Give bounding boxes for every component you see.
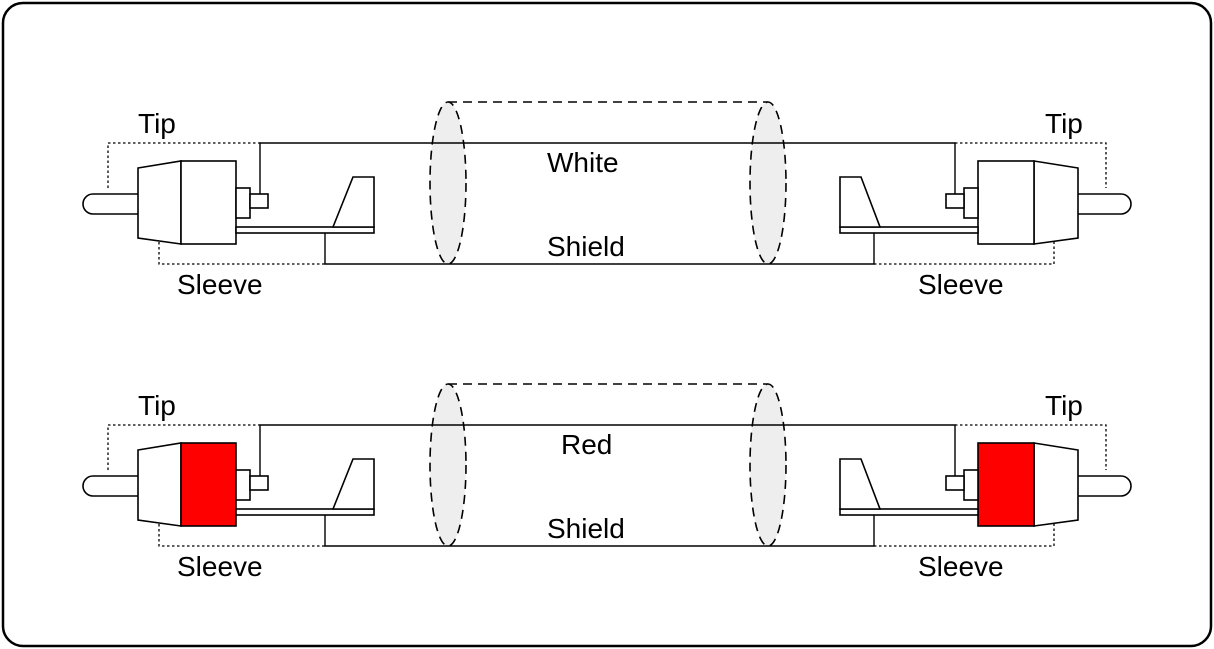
sleeve-label-right: Sleeve <box>918 269 1004 300</box>
center-pin-terminal <box>249 475 269 491</box>
cable-cross-section-left <box>429 383 467 547</box>
tip-label-left: Tip <box>138 390 176 421</box>
tip-label-right: Tip <box>1045 390 1083 421</box>
sleeve-label-right: Sleeve <box>918 551 1004 582</box>
strain-relief-tab <box>331 458 375 510</box>
plug-color-band <box>180 442 237 527</box>
rca-plug-left <box>82 442 375 527</box>
cable-cross-section-left <box>429 101 467 265</box>
shield-label: Shield <box>547 513 625 544</box>
sleeve-bracket-left <box>158 524 325 547</box>
tip-label-right: Tip <box>1045 108 1083 139</box>
cable-cross-section-right <box>749 101 787 265</box>
rca-plug-right <box>839 160 1132 245</box>
solder-lug <box>963 187 979 219</box>
rca-plug-right <box>839 442 1132 527</box>
sleeve-label-left: Sleeve <box>177 269 263 300</box>
plug-pin <box>1078 193 1132 215</box>
plug-body <box>137 442 182 527</box>
solder-lug <box>963 469 979 501</box>
cable-cross-section-right <box>749 383 787 547</box>
plug-color-band <box>977 160 1035 245</box>
plug-color-band <box>180 160 237 245</box>
plug-pin <box>1078 475 1132 497</box>
ground-strip <box>235 226 375 234</box>
shield-wire <box>324 231 875 265</box>
ground-strip <box>839 508 979 516</box>
rca-plug-left <box>82 160 375 245</box>
strain-relief-tab <box>839 176 882 228</box>
strain-relief-tab <box>839 458 882 510</box>
ground-strip <box>235 508 375 516</box>
sleeve-bracket-left <box>158 242 325 265</box>
conductor-wire <box>259 142 956 194</box>
center-pin-terminal <box>945 193 965 209</box>
plug-body <box>1033 160 1079 245</box>
conductor-wire <box>259 424 956 476</box>
plug-body <box>1033 442 1079 527</box>
tip-bracket-left <box>107 424 260 470</box>
sleeve-bracket-right <box>874 242 1055 265</box>
sleeve-label-left: Sleeve <box>177 551 263 582</box>
tip-bracket-right <box>955 424 1107 470</box>
plug-body <box>137 160 182 245</box>
tip-bracket-right <box>955 142 1107 188</box>
solder-lug <box>235 469 251 501</box>
center-pin-terminal <box>945 475 965 491</box>
tip-label-left: Tip <box>138 108 176 139</box>
shield-wire <box>324 513 875 547</box>
solder-lug <box>235 187 251 219</box>
ground-strip <box>839 226 979 234</box>
tip-bracket-left <box>107 142 260 188</box>
cable-red: Tip Tip Red Shield Sleeve Sleeve <box>82 383 1132 582</box>
plug-pin <box>82 193 138 215</box>
shield-label: Shield <box>547 231 625 262</box>
strain-relief-tab <box>331 176 375 228</box>
cable-white: Tip Tip White Shield Sleeve Sleeve <box>82 101 1132 300</box>
center-pin-terminal <box>249 193 269 209</box>
plug-pin <box>82 475 138 497</box>
conductor-label: Red <box>561 429 612 460</box>
plug-color-band <box>977 442 1035 527</box>
conductor-label: White <box>547 147 619 178</box>
sleeve-bracket-right <box>874 524 1055 547</box>
